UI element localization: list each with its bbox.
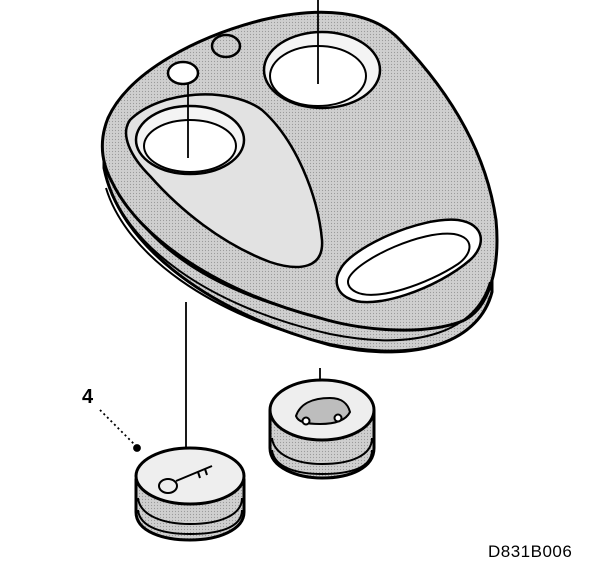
left-button-rim-2 [137,509,243,536]
left-hole-inner [143,119,237,173]
led-hole-small [166,60,200,86]
right-button-rim-2 [271,449,373,476]
right-button-rim [271,437,373,466]
right-button [268,378,376,480]
housing-edge-line-2 [105,187,491,352]
left-button-rim [137,497,243,526]
housing-edge-line [105,175,491,342]
callout-4: 4 [82,386,94,408]
leader-lines [99,0,321,452]
callout-4-dot [133,444,141,452]
car-icon [294,396,352,426]
key-icon [158,465,213,494]
led-hole-small-2 [210,33,242,59]
figure-reference-id: D831B006 [488,542,573,561]
left-button [134,446,246,542]
oval-slot-inner [347,232,471,296]
callout-4-leader [99,409,137,447]
